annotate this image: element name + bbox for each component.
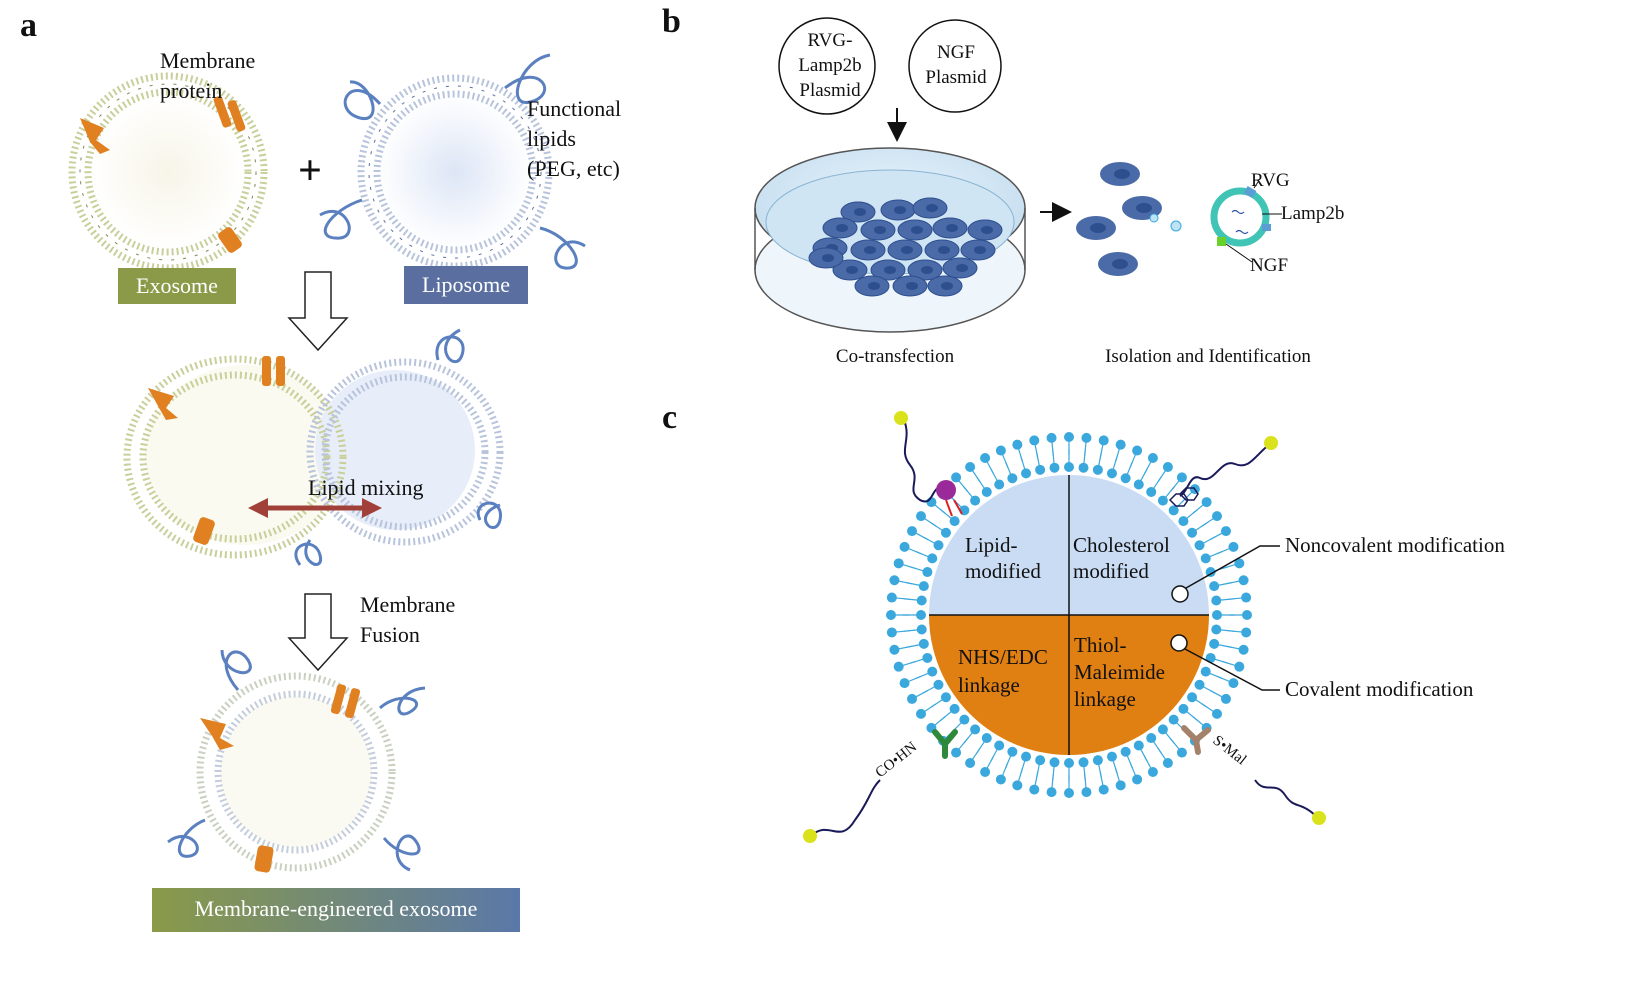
dish-cells bbox=[808, 197, 1003, 297]
liposome bbox=[357, 74, 553, 270]
panel-b: b RVG- Lamp2b Plasmid NGF Plasmid bbox=[662, 3, 1344, 367]
functional-lipids-line3: (PEG, etc) bbox=[527, 156, 620, 181]
membrane-protein-label-line2: protein bbox=[160, 78, 222, 103]
peg-chain-icon bbox=[319, 53, 586, 270]
isolated-cells bbox=[1076, 162, 1182, 276]
noncovalent-leader bbox=[1185, 545, 1280, 589]
membrane-protein-icon bbox=[80, 96, 246, 253]
covalent-leader bbox=[1184, 648, 1280, 691]
noncovalent-label: Noncovalent modification bbox=[1285, 533, 1505, 557]
functional-lipids-line1: Functional bbox=[527, 96, 621, 121]
plus-sign: + bbox=[298, 148, 322, 194]
q2-line1: Cholesterol bbox=[1073, 533, 1170, 557]
q3-line2: linkage bbox=[958, 673, 1020, 697]
panel-a-letter: a bbox=[20, 7, 37, 44]
liposome-label: Liposome bbox=[422, 272, 510, 297]
lipid-mixing-arrow-left-head bbox=[248, 498, 268, 518]
cotransfection-label: Co-transfection bbox=[836, 346, 955, 367]
panel-c-letter: c bbox=[662, 399, 677, 436]
membrane-fusion-line1: Membrane bbox=[360, 592, 455, 617]
core-quadrants bbox=[929, 475, 1209, 755]
q1-line1: Lipid- bbox=[965, 533, 1018, 557]
q1-line2: modified bbox=[965, 559, 1041, 583]
rvg-plasmid-line2: Lamp2b bbox=[798, 55, 861, 76]
q4-line1: Thiol- bbox=[1074, 633, 1127, 657]
lipid-mixing-label: Lipid mixing bbox=[308, 475, 424, 500]
fusing-vesicles bbox=[123, 328, 504, 566]
ligand-bottom-left bbox=[803, 729, 958, 843]
noncovalent-marker bbox=[1171, 585, 1189, 603]
engineered-exosome-b bbox=[1210, 181, 1282, 263]
ngf-label: NGF bbox=[1250, 255, 1288, 276]
panel-c: c Lipid- modified Cholesterol modified N… bbox=[662, 399, 1505, 843]
lamp2b-label: Lamp2b bbox=[1281, 203, 1344, 224]
ngf-plasmid-line2: Plasmid bbox=[925, 67, 987, 88]
liposome-label-box bbox=[404, 266, 528, 304]
result-label: Membrane-engineered exosome bbox=[195, 896, 478, 921]
ligand-bottom-right bbox=[1181, 725, 1326, 825]
membrane-protein-label-line1: Membrane bbox=[160, 48, 255, 73]
s-mal-label: S•Mal bbox=[1210, 733, 1250, 769]
q4-line3: linkage bbox=[1074, 687, 1136, 711]
rvg-label: RVG bbox=[1251, 170, 1290, 191]
ligand-top-right bbox=[1168, 436, 1278, 507]
ngf-plasmid-line1: NGF bbox=[937, 42, 975, 63]
covalent-marker bbox=[1170, 634, 1188, 652]
membrane-fusion-line2: Fusion bbox=[360, 622, 420, 647]
panel-a: a Membrane protein Exosome + bbox=[20, 7, 621, 932]
co-hn-label: CO•HN bbox=[873, 739, 921, 781]
down-arrow-2-icon bbox=[287, 593, 349, 672]
covalent-label: Covalent modification bbox=[1285, 677, 1474, 701]
quadrant-lipid-modified bbox=[929, 475, 1069, 615]
q2-line2: modified bbox=[1073, 559, 1149, 583]
panel-b-letter: b bbox=[662, 3, 681, 40]
quadrant-cholesterol-modified bbox=[1069, 475, 1209, 615]
q3-line1: NHS/EDC bbox=[958, 645, 1048, 669]
quadrant-nhs-edc bbox=[929, 615, 1069, 755]
rvg-plasmid-line1: RVG- bbox=[808, 30, 853, 51]
result-label-box bbox=[152, 888, 520, 932]
exosome-label-box bbox=[118, 268, 236, 304]
rvg-plasmid-line3: Plasmid bbox=[799, 80, 861, 101]
ngf-plasmid-circle bbox=[908, 19, 1002, 113]
lipid-mixing-arrow-right-head bbox=[362, 498, 382, 518]
lipid-bilayer bbox=[886, 432, 1252, 798]
engineered-exosome bbox=[167, 649, 426, 873]
ligand-top-left bbox=[894, 411, 963, 517]
rvg-plasmid-circle bbox=[778, 17, 876, 115]
exosome-label: Exosome bbox=[136, 273, 218, 298]
isolation-label: Isolation and Identification bbox=[1105, 346, 1311, 367]
functional-lipids-line2: lipids bbox=[527, 126, 576, 151]
exosome bbox=[68, 72, 268, 272]
q4-line2: Maleimide bbox=[1074, 660, 1165, 684]
down-arrow-1-icon bbox=[287, 271, 349, 352]
